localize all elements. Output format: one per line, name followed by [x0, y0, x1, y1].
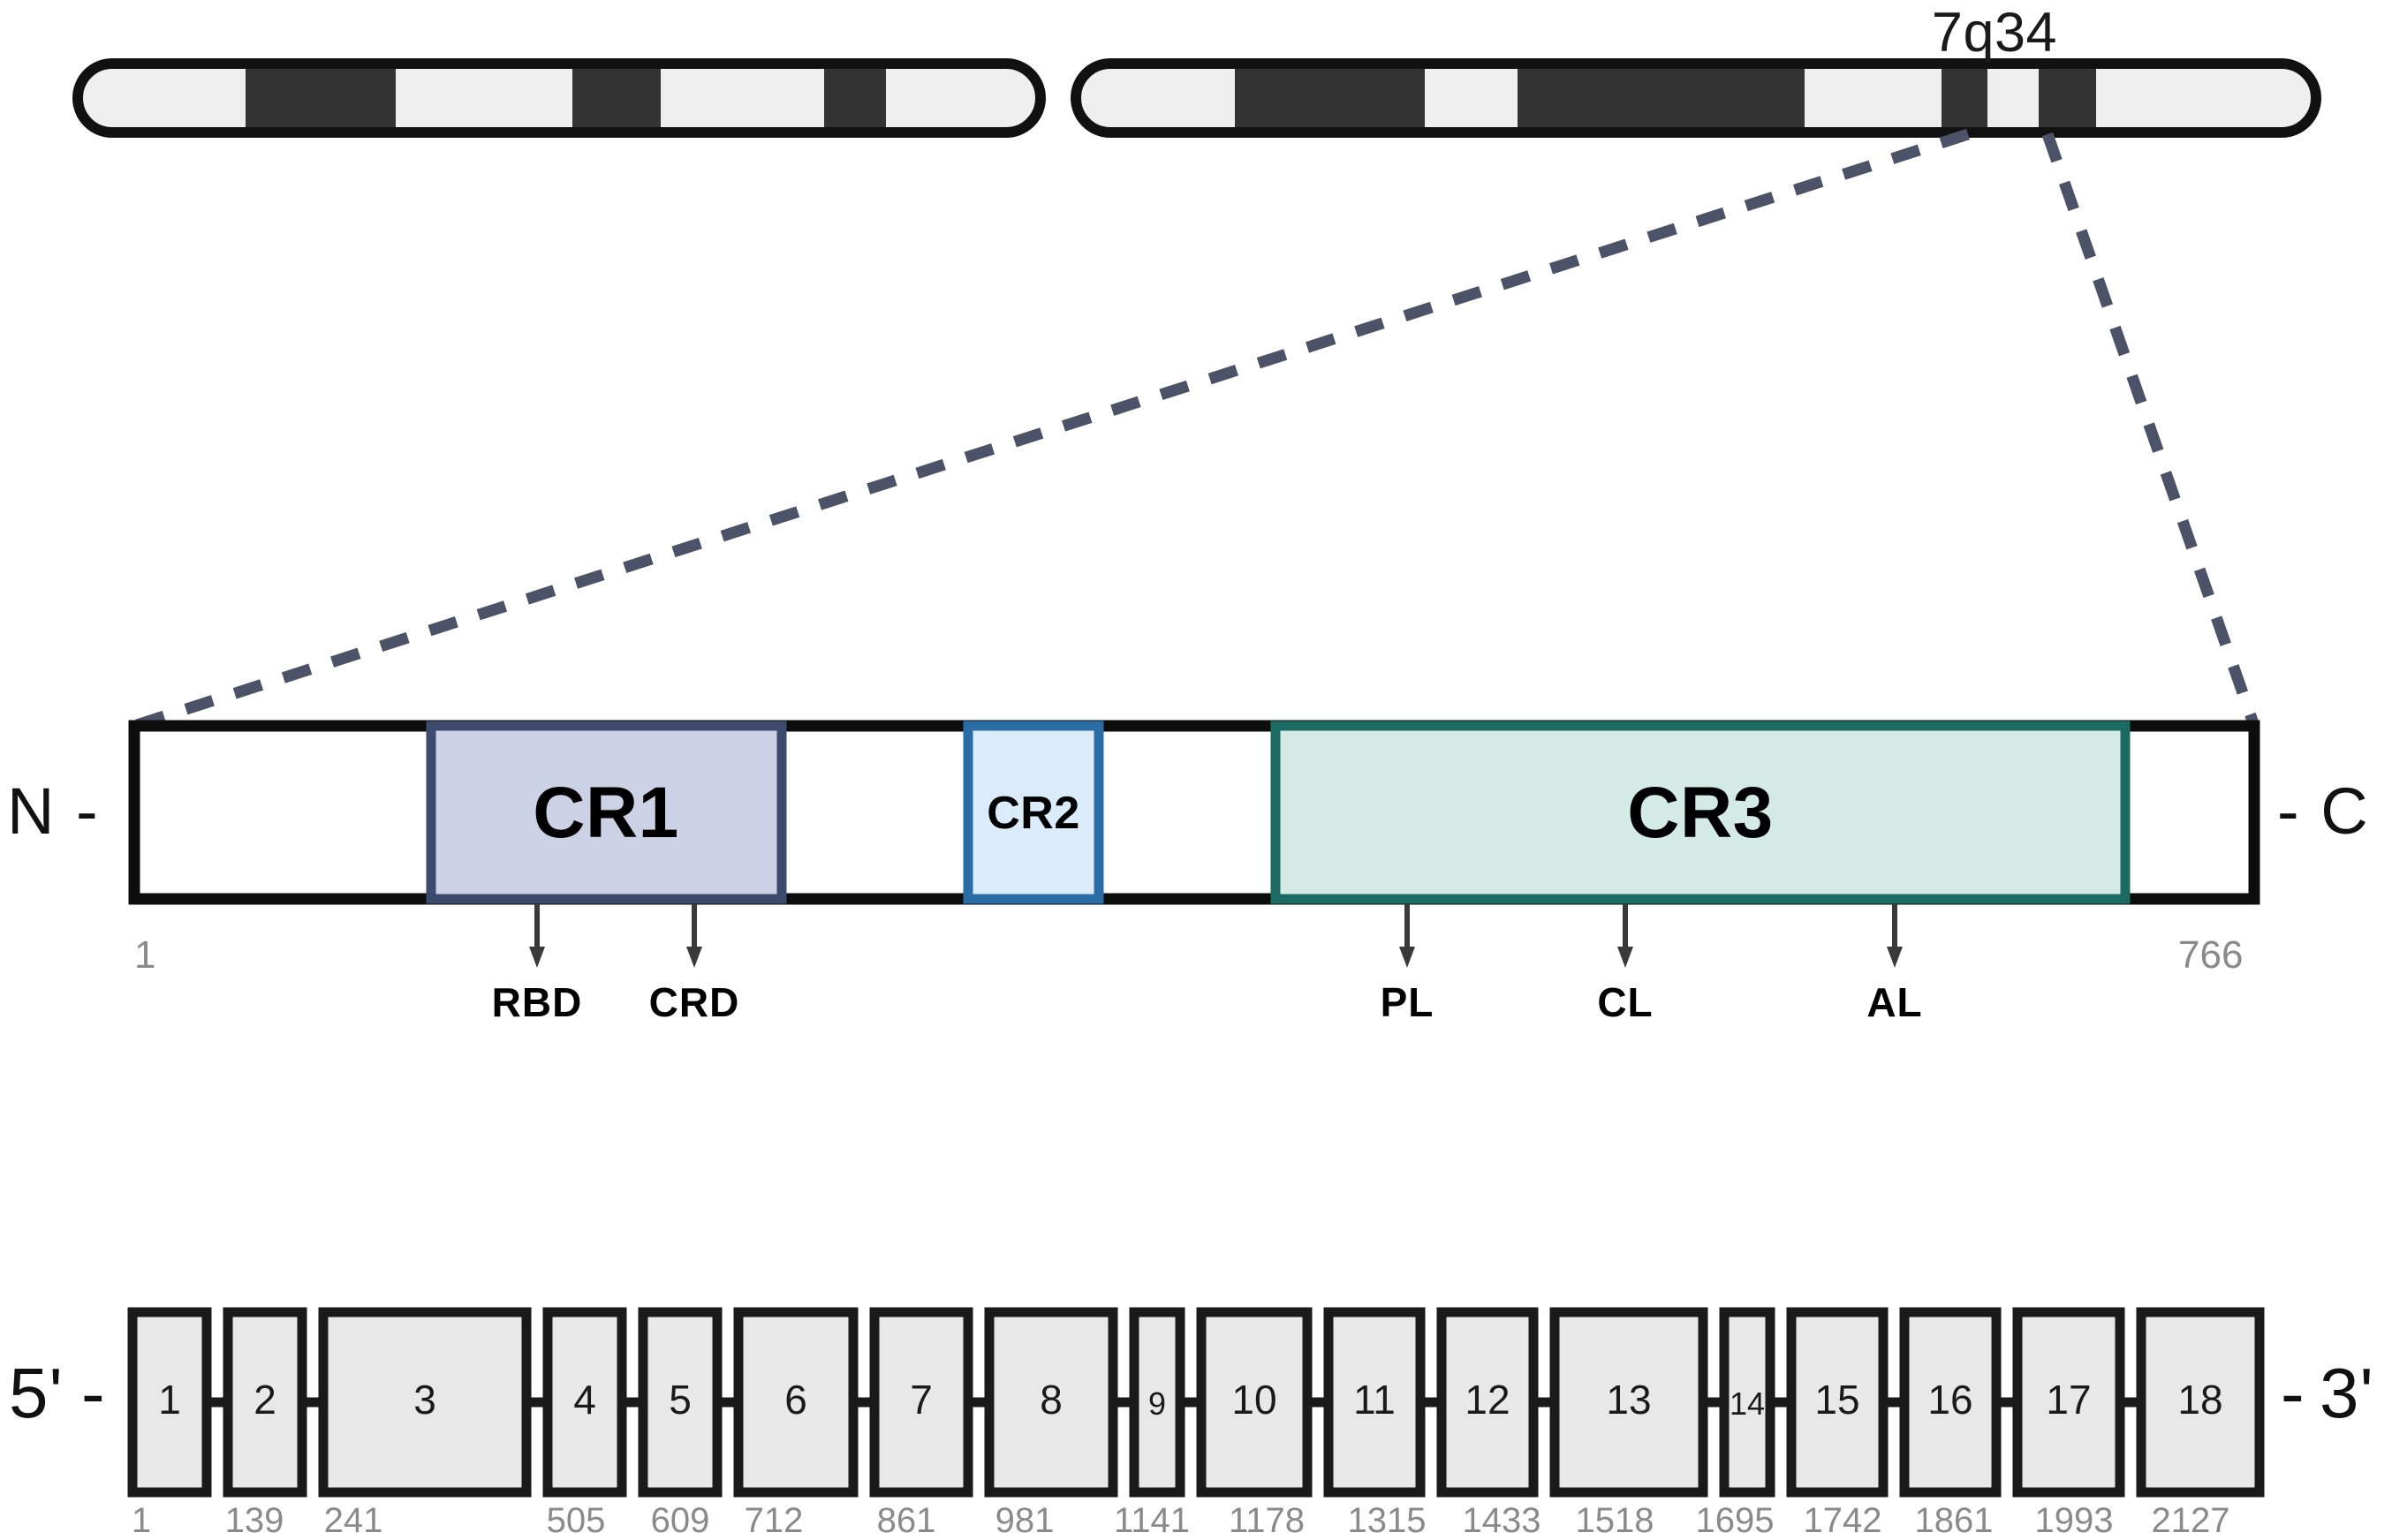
ideogram-p-arm — [78, 64, 1041, 132]
exon-position-3: 241 — [323, 1501, 383, 1540]
motif-arrow-cl — [1617, 904, 1633, 968]
exon-number-6: 6 — [784, 1377, 807, 1423]
connector-line-right — [2041, 132, 2260, 728]
exon-position-7: 861 — [876, 1501, 936, 1540]
exon-position-11: 1315 — [1347, 1501, 1427, 1540]
motif-label-al: AL — [1866, 979, 1923, 1025]
exon-number-5: 5 — [669, 1377, 692, 1423]
exon-position-10: 1178 — [1228, 1501, 1306, 1540]
exon-position-16: 1861 — [1914, 1501, 1994, 1540]
exon-position-14: 1695 — [1695, 1501, 1775, 1540]
domain-label-cr1: CR1 — [533, 773, 679, 853]
exon-number-9: 9 — [1147, 1385, 1167, 1422]
exon-number-8: 8 — [1040, 1377, 1063, 1423]
exon-number-1: 1 — [158, 1377, 181, 1423]
exon-number-14: 14 — [1729, 1385, 1766, 1422]
motif-label-pl: PL — [1380, 979, 1434, 1025]
exon-number-16: 16 — [1927, 1377, 1973, 1423]
motif-arrow-crd — [686, 904, 702, 968]
protein-c-terminus: - C — [2277, 774, 2370, 848]
exon-position-15: 1742 — [1803, 1501, 1882, 1540]
protein-start-position: 1 — [134, 933, 156, 977]
exon-number-3: 3 — [413, 1377, 436, 1423]
exon-number-15: 15 — [1814, 1377, 1860, 1423]
transcript-3prime-dash: - — [2281, 1354, 2305, 1432]
exon-number-10: 10 — [1231, 1377, 1277, 1423]
exon-number-11: 11 — [1353, 1377, 1396, 1423]
exon-position-2: 139 — [224, 1501, 284, 1540]
exon-position-6: 712 — [744, 1501, 804, 1540]
transcript-5prime-dash: - — [81, 1354, 106, 1432]
exon-number-2: 2 — [254, 1377, 276, 1423]
exon-position-18: 2127 — [2151, 1501, 2230, 1540]
exon-position-1: 1 — [131, 1501, 152, 1540]
exon-position-13: 1518 — [1575, 1501, 1654, 1540]
motif-arrow-al — [1887, 904, 1903, 968]
exon-position-4: 505 — [546, 1501, 606, 1540]
motif-label-crd: CRD — [648, 979, 740, 1025]
protein-end-position: 766 — [2178, 933, 2244, 977]
cytoband-label: 7q34 — [1931, 2, 2058, 64]
motif-label-cl: CL — [1597, 979, 1654, 1025]
exon-position-8: 981 — [995, 1501, 1055, 1540]
transcript-3prime: 3' — [2320, 1354, 2374, 1432]
exon-number-4: 4 — [573, 1377, 596, 1423]
domain-label-cr3: CR3 — [1627, 773, 1774, 853]
exon-position-9: 1141 — [1113, 1501, 1191, 1540]
exon-number-17: 17 — [2046, 1377, 2092, 1423]
protein-n-terminus: N - — [7, 774, 100, 848]
exon-position-5: 609 — [650, 1501, 710, 1540]
motif-arrow-pl — [1399, 904, 1415, 968]
exon-number-13: 13 — [1606, 1377, 1652, 1423]
transcript-5prime: 5' — [9, 1354, 64, 1432]
ideogram-q-arm — [1076, 64, 2316, 132]
exon-number-12: 12 — [1465, 1377, 1510, 1423]
connector-line-left — [132, 128, 1970, 732]
motif-label-rbd: RBD — [491, 979, 583, 1025]
motif-arrow-rbd — [529, 904, 545, 968]
exon-number-7: 7 — [910, 1377, 933, 1423]
domain-label-cr2: CR2 — [987, 788, 1080, 839]
exon-number-18: 18 — [2177, 1377, 2223, 1423]
exon-position-17: 1993 — [2034, 1501, 2114, 1540]
exon-position-12: 1433 — [1462, 1501, 1541, 1540]
protein-backbone — [128, 720, 2260, 905]
